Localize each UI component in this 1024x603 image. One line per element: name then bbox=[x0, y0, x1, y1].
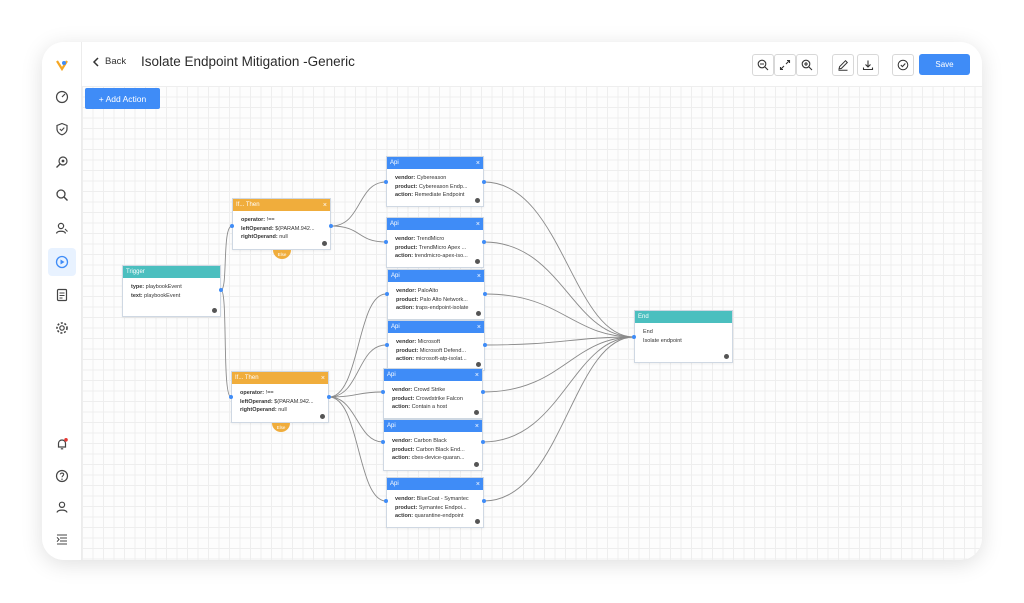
api-node-crowdstrike[interactable]: Api× vendor: Crowd Strike product: Crowd… bbox=[383, 368, 483, 419]
edit-button[interactable] bbox=[832, 54, 854, 76]
node-header: Api× bbox=[384, 369, 482, 381]
save-button[interactable]: Save bbox=[919, 54, 970, 75]
check-icon bbox=[897, 59, 909, 71]
output-port[interactable] bbox=[329, 224, 333, 228]
api-node-bluecoat[interactable]: Api× vendor: BlueCoat - Symantec product… bbox=[386, 477, 484, 528]
menu-icon[interactable] bbox=[51, 528, 73, 550]
gear-icon[interactable] bbox=[476, 362, 481, 367]
users-icon[interactable] bbox=[51, 217, 73, 239]
zoom-in-icon bbox=[801, 59, 813, 71]
app-window: Back Isolate Endpoint Mitigation -Generi… bbox=[42, 42, 982, 560]
gear-icon[interactable] bbox=[724, 354, 729, 359]
input-port[interactable] bbox=[230, 224, 234, 228]
output-port[interactable] bbox=[327, 395, 331, 399]
input-port[interactable] bbox=[384, 499, 388, 503]
input-port[interactable] bbox=[385, 343, 389, 347]
input-port[interactable] bbox=[632, 335, 636, 339]
shield-icon[interactable] bbox=[51, 118, 73, 140]
back-button[interactable]: Back bbox=[92, 56, 126, 67]
input-port[interactable] bbox=[385, 292, 389, 296]
close-icon[interactable]: × bbox=[474, 422, 479, 430]
close-icon[interactable]: × bbox=[474, 371, 479, 379]
node-header: If... Then× bbox=[232, 372, 328, 384]
input-port[interactable] bbox=[384, 180, 388, 184]
gear-icon[interactable] bbox=[322, 241, 327, 246]
chevron-left-icon bbox=[92, 56, 99, 67]
output-port[interactable] bbox=[219, 288, 223, 292]
page-title: Isolate Endpoint Mitigation -Generic bbox=[141, 54, 355, 69]
output-port[interactable] bbox=[483, 343, 487, 347]
output-port[interactable] bbox=[482, 499, 486, 503]
playbook-icon[interactable] bbox=[48, 248, 76, 276]
gear-icon[interactable] bbox=[474, 410, 479, 415]
input-port[interactable] bbox=[229, 395, 233, 399]
input-port[interactable] bbox=[381, 390, 385, 394]
dashboard-icon[interactable] bbox=[51, 86, 73, 108]
node-header: Api× bbox=[388, 321, 484, 333]
output-port[interactable] bbox=[482, 240, 486, 244]
zoom-out-button[interactable] bbox=[752, 54, 774, 76]
node-header: Api× bbox=[384, 420, 482, 432]
workflow-canvas[interactable] bbox=[82, 86, 982, 560]
add-action-button[interactable]: + Add Action bbox=[85, 88, 160, 109]
output-port[interactable] bbox=[481, 440, 485, 444]
close-icon[interactable]: × bbox=[476, 323, 481, 331]
reports-icon[interactable] bbox=[51, 284, 73, 306]
api-node-paloalto[interactable]: Api× vendor: PaloAlto product: Palo Alto… bbox=[387, 269, 485, 320]
else-branch[interactable]: Else bbox=[272, 423, 290, 432]
search-icon[interactable] bbox=[51, 184, 73, 206]
node-header: Api× bbox=[387, 157, 483, 169]
condition-node[interactable]: If... Then× operator: !== leftOperand: $… bbox=[231, 371, 329, 423]
output-port[interactable] bbox=[482, 180, 486, 184]
output-port[interactable] bbox=[483, 292, 487, 296]
gear-icon[interactable] bbox=[475, 519, 480, 524]
close-icon[interactable]: × bbox=[476, 272, 481, 280]
gear-icon[interactable] bbox=[475, 259, 480, 264]
validate-button[interactable] bbox=[892, 54, 914, 76]
input-port[interactable] bbox=[381, 440, 385, 444]
node-header: Api× bbox=[388, 270, 484, 282]
api-node-trendmicro[interactable]: Api× vendor: TrendMicro product: TrendMi… bbox=[386, 217, 484, 268]
back-label: Back bbox=[105, 56, 127, 67]
zoom-in-button[interactable] bbox=[796, 54, 818, 76]
node-header: Api× bbox=[387, 478, 483, 490]
download-icon bbox=[862, 60, 874, 71]
close-icon[interactable]: × bbox=[320, 374, 325, 382]
gear-icon[interactable] bbox=[476, 311, 481, 316]
zoom-out-icon bbox=[757, 59, 769, 71]
gear-icon[interactable] bbox=[320, 414, 325, 419]
node-header: End bbox=[635, 311, 732, 323]
trigger-node[interactable]: Trigger type: playbookEvent text: playbo… bbox=[122, 265, 221, 317]
fit-button[interactable] bbox=[774, 54, 796, 76]
gear-icon[interactable] bbox=[475, 198, 480, 203]
close-icon[interactable]: × bbox=[322, 201, 327, 209]
help-icon[interactable] bbox=[51, 465, 73, 487]
gear-icon[interactable] bbox=[212, 308, 217, 313]
condition-node[interactable]: If... Then× operator: !== leftOperand: $… bbox=[232, 198, 331, 250]
gear-icon[interactable] bbox=[474, 462, 479, 467]
api-node-microsoft[interactable]: Api× vendor: Microsoft product: Microsof… bbox=[387, 320, 485, 371]
edit-icon bbox=[838, 59, 849, 71]
bell-icon[interactable] bbox=[51, 433, 73, 455]
close-icon[interactable]: × bbox=[475, 480, 480, 488]
node-header: Api× bbox=[387, 218, 483, 230]
settings-icon[interactable] bbox=[51, 317, 73, 339]
profile-icon[interactable] bbox=[51, 496, 73, 518]
api-node-carbonblack[interactable]: Api× vendor: Carbon Black product: Carbo… bbox=[383, 419, 483, 471]
logo-icon[interactable] bbox=[51, 54, 73, 76]
output-port[interactable] bbox=[481, 390, 485, 394]
close-icon[interactable]: × bbox=[475, 220, 480, 228]
download-button[interactable] bbox=[857, 54, 879, 76]
node-header: Trigger bbox=[123, 266, 220, 278]
close-icon[interactable]: × bbox=[475, 159, 480, 167]
sidebar bbox=[42, 42, 82, 560]
api-node-cybereason[interactable]: Api× vendor: Cybereason product: Cyberea… bbox=[386, 156, 484, 207]
fit-icon bbox=[779, 59, 791, 71]
end-node[interactable]: End End Isolate endpoint bbox=[634, 310, 733, 363]
node-header: If... Then× bbox=[233, 199, 330, 211]
else-branch[interactable]: Else bbox=[273, 250, 291, 259]
input-port[interactable] bbox=[384, 240, 388, 244]
threat-hunt-icon[interactable] bbox=[51, 151, 73, 173]
